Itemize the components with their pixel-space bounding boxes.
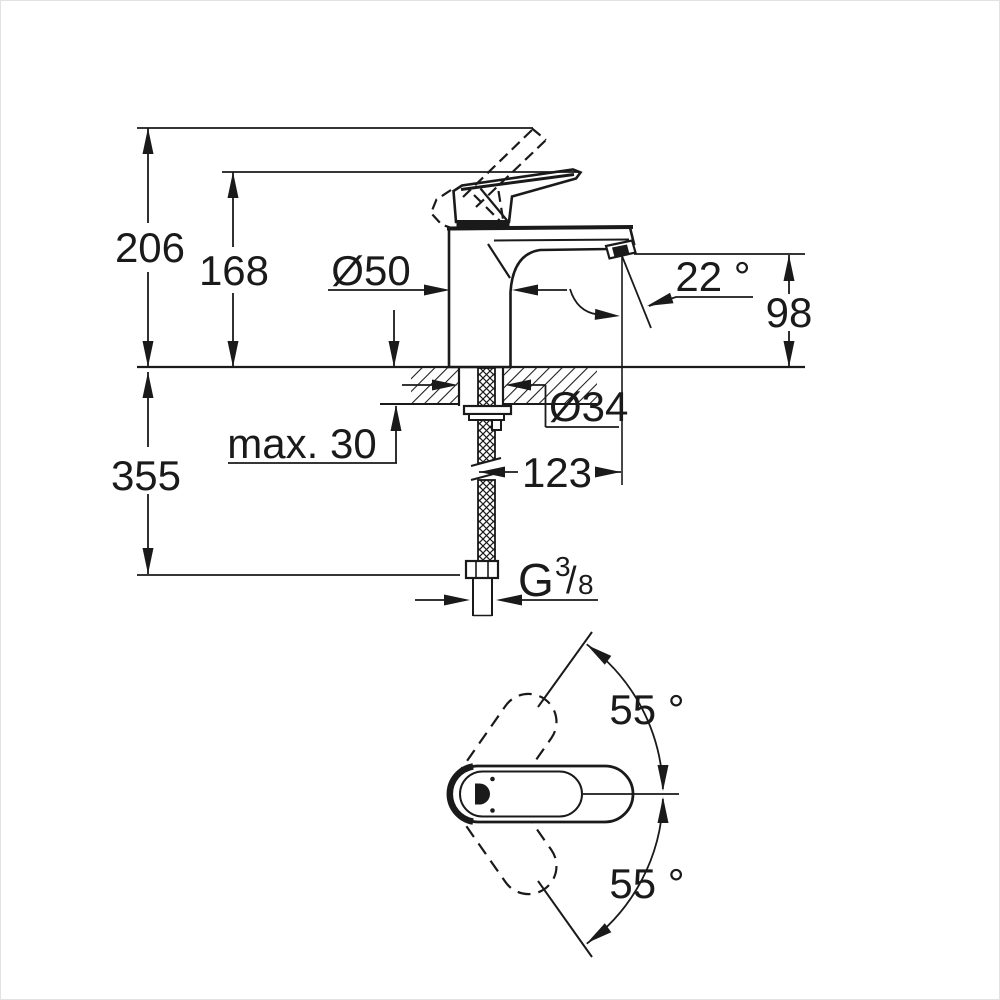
faucet-body — [446, 225, 637, 369]
dim-hole-diameter: Ø34 — [402, 379, 628, 430]
top-view: 55 ° 55 ° — [446, 631, 685, 958]
dim-spout-reach: 123 — [479, 449, 621, 496]
hose-break-mark — [470, 457, 502, 467]
mounting-nut — [468, 413, 505, 421]
hose-lower-segment — [477, 479, 496, 563]
handle-outline — [452, 168, 583, 224]
countertop-section — [380, 368, 597, 405]
dim-deck-thickness: max. 30 — [227, 310, 402, 467]
arrow-arc-icon — [587, 923, 612, 943]
arrow-up-icon — [390, 405, 402, 431]
arrow-up-icon — [142, 128, 154, 154]
handle-marking-icon — [475, 783, 490, 805]
arrow-down-icon — [142, 548, 154, 574]
spout-band-line — [493, 238, 630, 242]
dim-swing-up: 55 ° — [586, 643, 685, 791]
arrow-down-icon — [142, 341, 154, 367]
aerator-outlet — [612, 244, 630, 257]
arrow-leader-icon — [647, 292, 674, 306]
arrow-up-icon — [227, 172, 239, 198]
dim-swing-down: 55 ° — [586, 797, 685, 945]
arrow-up-icon — [783, 255, 795, 281]
dim-hose-drop: 355 — [111, 372, 460, 576]
arrow-right-icon — [432, 379, 458, 391]
handle-dot-icon — [490, 776, 495, 782]
hose-nut — [464, 559, 500, 580]
arrow-up-icon — [657, 797, 669, 823]
label-spout-reach: 123 — [522, 449, 592, 496]
label-aerator-angle: 22 ° — [675, 253, 750, 300]
dim-total-height: 206 — [115, 127, 533, 367]
label-thread-denominator: 8 — [578, 569, 594, 600]
label-deck-thickness: max. 30 — [227, 420, 376, 467]
dim-spout-tip-height: 168 — [199, 171, 580, 367]
handle-lever-line — [460, 173, 575, 191]
dim-outlet-height: 98 — [634, 253, 813, 367]
body-crease-line — [487, 243, 511, 279]
label-thread-slash: / — [566, 560, 577, 602]
fixing-stud — [491, 419, 502, 431]
arrow-down-icon — [657, 765, 669, 791]
arrow-left-icon — [505, 379, 531, 391]
handle-base-joint — [456, 220, 510, 227]
arrow-up-icon — [142, 372, 154, 398]
arrow-flow-icon — [594, 308, 620, 320]
arrow-right-icon — [595, 466, 621, 478]
angle-reference-line — [621, 255, 652, 329]
handle-inner-pill — [459, 770, 583, 818]
label-hose-drop: 355 — [111, 452, 181, 499]
arrow-left-icon — [479, 466, 505, 478]
spout-top-edge — [446, 225, 634, 231]
label-hole-diameter: Ø34 — [549, 383, 628, 430]
side-view: 206 168 Ø50 — [111, 127, 813, 617]
label-swing-down: 55 ° — [609, 860, 684, 907]
label-thread-prefix: G — [518, 554, 554, 606]
dim-aerator-angle: 22 ° — [569, 253, 753, 329]
arrow-arc-icon — [587, 645, 612, 665]
label-outlet-height: 98 — [766, 289, 813, 336]
faucet-handle — [452, 168, 583, 227]
arrow-down-icon — [388, 341, 400, 367]
swing-limit-line-up — [537, 631, 593, 708]
mounting-flange — [462, 404, 513, 416]
swing-limit-line-down — [537, 880, 593, 958]
label-body-diameter: Ø50 — [331, 247, 410, 294]
handle-dot-icon — [490, 808, 495, 813]
handle-top-view — [446, 763, 635, 825]
dim-body-diameter: Ø50 — [328, 247, 567, 296]
handle-raised-dashed — [429, 127, 547, 230]
arrow-left-icon — [512, 284, 538, 296]
label-spout-tip-height: 168 — [199, 247, 269, 294]
arrow-right-icon — [444, 594, 470, 606]
arrow-right-icon — [424, 284, 450, 296]
arrow-down-icon — [227, 341, 239, 367]
supply-hose-assembly — [457, 367, 513, 617]
dim-thread-size: G 3 / 8 — [415, 551, 598, 606]
label-swing-up: 55 ° — [609, 686, 684, 733]
label-total-height: 206 — [115, 224, 185, 271]
flow-direction-arc — [569, 288, 599, 316]
handle-cap-thick-edge — [446, 763, 474, 825]
label-thread-numerator: 3 — [555, 551, 571, 582]
arrow-down-icon — [783, 341, 795, 367]
arrow-left-icon — [496, 594, 522, 606]
